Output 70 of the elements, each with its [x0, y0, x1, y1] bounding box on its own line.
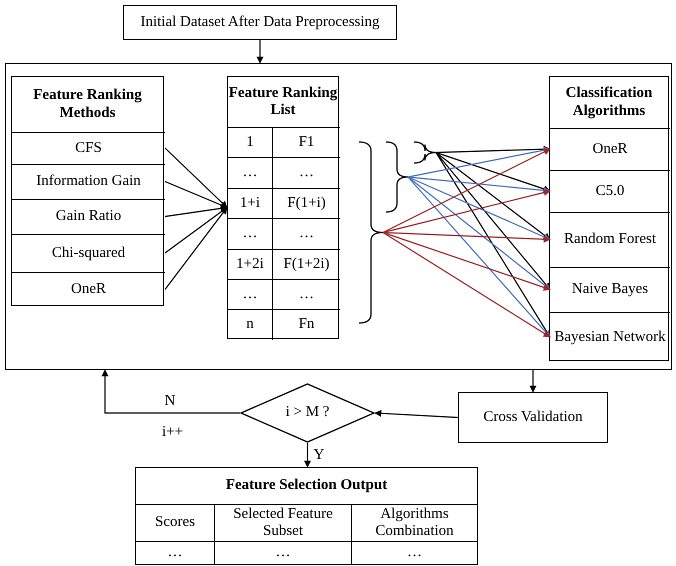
- loop-note: i++: [160, 423, 184, 442]
- table-cell: …: [351, 541, 477, 564]
- arrow: [530, 370, 536, 393]
- table-header: Feature Selection Output: [224, 476, 388, 496]
- table-cell: Naive Bayes: [550, 267, 670, 312]
- container-frame: [5, 63, 672, 370]
- table-cell: Algorithms Combination: [351, 504, 477, 541]
- curly-brace: [359, 141, 383, 324]
- arrow: [374, 410, 458, 418]
- table-cell: Bayesian Network: [550, 312, 670, 362]
- arrow: [164, 148, 228, 208]
- edge-label: N: [164, 392, 176, 410]
- table-cell: …: [272, 218, 340, 249]
- curly-brace: [414, 141, 436, 164]
- table-cell: F(1+i): [272, 188, 340, 218]
- table-cell: 1+2i: [228, 248, 272, 279]
- edge-label: Y: [314, 446, 324, 464]
- table-cell: CFS: [12, 132, 165, 164]
- arrow: [436, 152, 550, 290]
- arrow: [436, 152, 551, 192]
- table-header: Feature Ranking List: [228, 84, 338, 120]
- arrow: [102, 369, 240, 414]
- arrow: [435, 152, 551, 338]
- arrow: [436, 146, 551, 154]
- arrow: [436, 152, 551, 240]
- arrow: [382, 232, 551, 243]
- table-header: Classification Algorithms: [564, 84, 654, 120]
- table-cell: Chi-squared: [12, 234, 165, 272]
- arrow: [408, 176, 551, 240]
- table-cell: OneR: [550, 128, 670, 170]
- table-cell: Information Gain: [12, 164, 165, 199]
- table-cell: Gain Ratio: [12, 199, 165, 234]
- table-header: Feature Ranking Methods: [32, 86, 143, 122]
- table-panel: [227, 76, 339, 339]
- arrow: [256, 40, 264, 64]
- table-panel: [11, 76, 164, 306]
- table-cell: F1: [272, 127, 340, 158]
- table-cell: …: [272, 157, 340, 188]
- table-cell: C5.0: [550, 170, 670, 212]
- table-cell: Selected Feature Subset: [214, 504, 351, 541]
- arrow: [408, 176, 551, 194]
- table-cell: …: [228, 279, 272, 310]
- table-cell: …: [228, 218, 272, 249]
- arrow: [408, 176, 550, 338]
- arrow: [382, 189, 551, 234]
- arrow: [164, 206, 228, 290]
- curly-brace: [386, 141, 408, 213]
- table-cell: OneR: [12, 272, 165, 307]
- table-panel: [135, 467, 478, 565]
- table-cell: …: [272, 279, 340, 310]
- arrow: [304, 443, 311, 468]
- arrow: [382, 232, 551, 338]
- arrow: [408, 146, 551, 178]
- arrow: [382, 232, 551, 291]
- table-cell: 1: [228, 127, 272, 158]
- table-cell: Fn: [272, 309, 340, 340]
- table-cell: F(1+2i): [272, 248, 340, 279]
- table-cell: …: [214, 541, 351, 564]
- process-box: Initial Dataset After Data Preprocessing: [123, 5, 397, 40]
- table-cell: n: [228, 309, 272, 340]
- table-panel: [549, 76, 669, 361]
- arrow: [408, 176, 551, 290]
- table-cell: …: [136, 541, 214, 564]
- table-cell: Scores: [136, 504, 214, 541]
- table-cell: Random Forest: [550, 212, 670, 267]
- decision-diamond: i > M ?: [240, 383, 375, 443]
- table-cell: 1+i: [228, 188, 272, 218]
- arrow: [382, 148, 551, 234]
- table-cell: …: [228, 157, 272, 188]
- process-box: Cross Validation: [458, 392, 608, 443]
